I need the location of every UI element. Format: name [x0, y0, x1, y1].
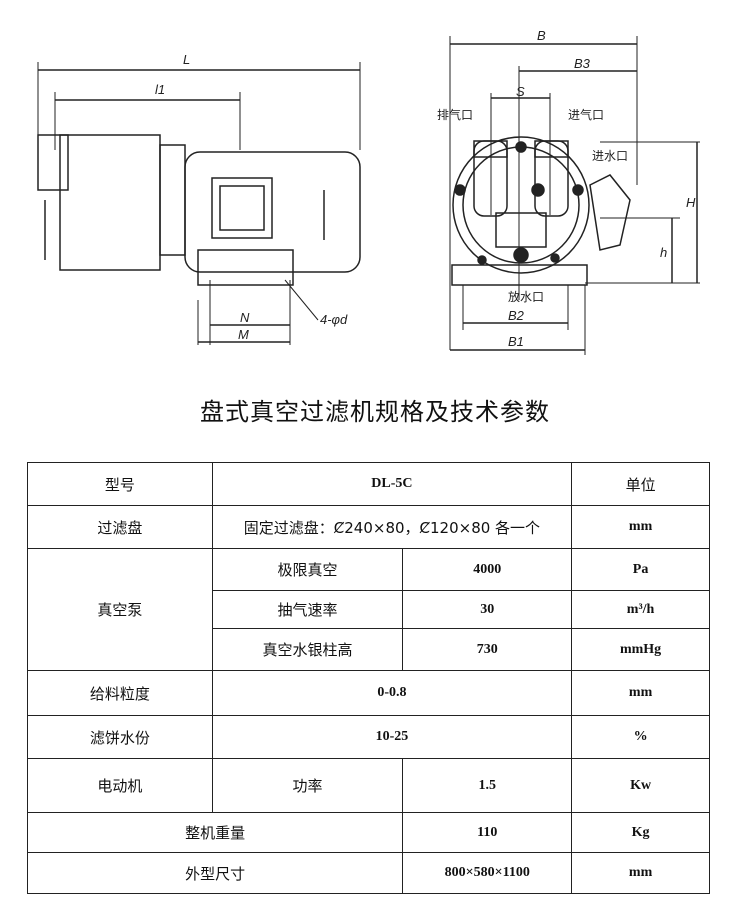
row-value: 1.5 — [402, 758, 573, 813]
row-unit: % — [571, 715, 710, 759]
row-label: 电动机 — [27, 758, 213, 813]
dim-h: h — [660, 245, 668, 260]
dim-B: B — [537, 28, 546, 43]
row-label: 真空泵 — [27, 548, 213, 671]
row-label: 给料粒度 — [27, 670, 213, 716]
dim-4-phi-d: 4-φd — [320, 312, 348, 327]
row-value: 4000 — [402, 548, 573, 591]
label-water-inlet: 进水口 — [592, 149, 629, 163]
label-air-intake: 进气口 — [568, 108, 605, 122]
row-unit: Pa — [571, 548, 710, 591]
row-unit: Kg — [571, 812, 710, 853]
row-sublabel: 抽气速率 — [211, 590, 404, 629]
dim-S: S — [516, 84, 525, 99]
page-title: 盘式真空过滤机规格及技术参数 — [200, 398, 550, 426]
side-view-drawing — [37, 62, 361, 345]
header-model: 型号 — [27, 462, 213, 506]
row-label: 滤饼水份 — [27, 715, 213, 759]
dim-B1: B1 — [508, 334, 524, 349]
row-value: 0-0.8 — [211, 670, 573, 716]
dim-B2: B2 — [508, 308, 524, 323]
header-model-value: DL-5C — [211, 462, 573, 506]
dim-l1: l1 — [155, 82, 166, 97]
row-unit: mm — [571, 505, 710, 549]
row-sublabel: 功率 — [211, 758, 404, 813]
row-value: 800×580×1100 — [402, 852, 573, 894]
row-unit: m³/h — [571, 590, 710, 629]
dim-H: H — [686, 195, 696, 210]
dim-M: M — [238, 327, 249, 342]
row-value: 30 — [402, 590, 573, 629]
label-exhaust-port: 排气口 — [437, 108, 474, 122]
row-value: 10-25 — [211, 715, 573, 759]
dim-N: N — [240, 310, 250, 325]
row-unit: mm — [571, 670, 710, 716]
label-drain: 放水口 — [508, 290, 545, 304]
row-label: 外型尺寸 — [26, 852, 404, 894]
row-sublabel: 极限真空 — [211, 548, 404, 591]
row-sublabel: 真空水银柱高 — [211, 628, 404, 671]
row-label: 整机重量 — [26, 812, 404, 853]
pump-technical-drawing — [37, 36, 700, 355]
row-unit: mm — [571, 852, 710, 894]
row-unit: mmHg — [571, 628, 710, 671]
row-label: 过滤盘 — [27, 505, 213, 549]
row-unit: Kw — [571, 758, 710, 813]
row-value: 730 — [402, 628, 573, 671]
front-view-drawing — [449, 36, 700, 355]
header-unit: 单位 — [571, 462, 710, 506]
dim-B3: B3 — [574, 56, 590, 71]
row-value: 固定过滤盘：Ȼ240×80，Ȼ120×80 各一个 — [211, 505, 573, 549]
row-value: 110 — [402, 812, 573, 853]
dim-L: L — [183, 52, 191, 67]
